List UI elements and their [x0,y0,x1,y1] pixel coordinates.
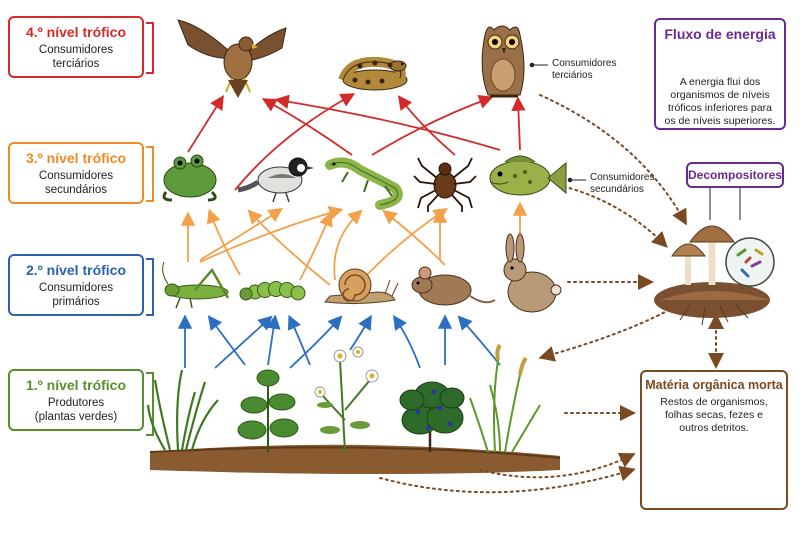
energy-flow-box: Fluxo de energia A energia flui dos orga… [654,18,786,130]
owl-illustration [481,25,525,98]
wheat-grass-illustration [469,343,541,453]
level-4-bracket [146,22,154,74]
organic-matter-title: Matéria orgânica morta [645,378,783,392]
grass-illustration [146,369,219,451]
level-2-title: 2.º nível trófico [25,262,127,278]
level-3-bracket [146,146,154,202]
spider-illustration [413,157,477,212]
energy-flow-title: Fluxo de energia [664,26,776,42]
secondary-consumers-label: Consumidores secundários [590,172,655,195]
decomposers-illustration [654,225,775,326]
label-pointers [529,62,741,220]
level-4-box: 4.º nível trófico Consumidores terciário… [8,16,144,78]
level-3-box: 3.º nível trófico Consumidores secundári… [8,142,144,204]
level-3-title: 3.º nível trófico [25,150,127,166]
grasshopper-illustration [162,261,230,309]
mouse-illustration [411,266,496,306]
herb-illustration [237,369,299,452]
energy-arrows-level1-to-2 [177,314,501,369]
decomposers-title: Decompositores [688,168,783,182]
soil-strip [150,444,560,474]
lizard-illustration [325,157,403,210]
snail-illustration [324,268,399,305]
level-4-desc: Consumidores terciários [38,44,114,70]
energy-flow-text: A energia flui dos organismos de níveis … [664,76,776,127]
level-1-bracket [146,372,154,436]
frog-illustration [162,154,217,202]
level-2-bracket [146,258,154,316]
level-1-box: 1.º nível trófico Produtores (plantas ve… [8,369,144,431]
level-4-title: 4.º nível trófico [25,24,127,40]
organic-matter-text: Restos de organismos, folhas secas, feze… [660,396,768,434]
caterpillar-illustration [239,281,306,301]
snake-illustration [338,56,408,91]
bird-illustration [237,157,314,203]
hawk-illustration [177,19,287,98]
organic-matter-box: Matéria orgânica morta Restos de organis… [640,370,788,510]
level-1-desc: Produtores (plantas verdes) [34,397,118,423]
decomposers-box: Decompositores [686,162,784,188]
decomposition-arrows [379,94,724,494]
level-3-desc: Consumidores secundários [38,170,114,196]
level-2-box: 2.º nível trófico Consumidores primários [8,254,144,316]
tertiary-consumers-label: Consumidores terciários [552,58,617,81]
energy-arrows-level3-to-4 [187,93,526,191]
daisy-illustration [314,346,379,453]
level-1-title: 1.º nível trófico [25,377,127,393]
fish-illustration [489,155,567,196]
rabbit-illustration [503,233,562,313]
berry-bush-illustration [399,381,465,452]
level-2-desc: Consumidores primários [38,282,114,308]
